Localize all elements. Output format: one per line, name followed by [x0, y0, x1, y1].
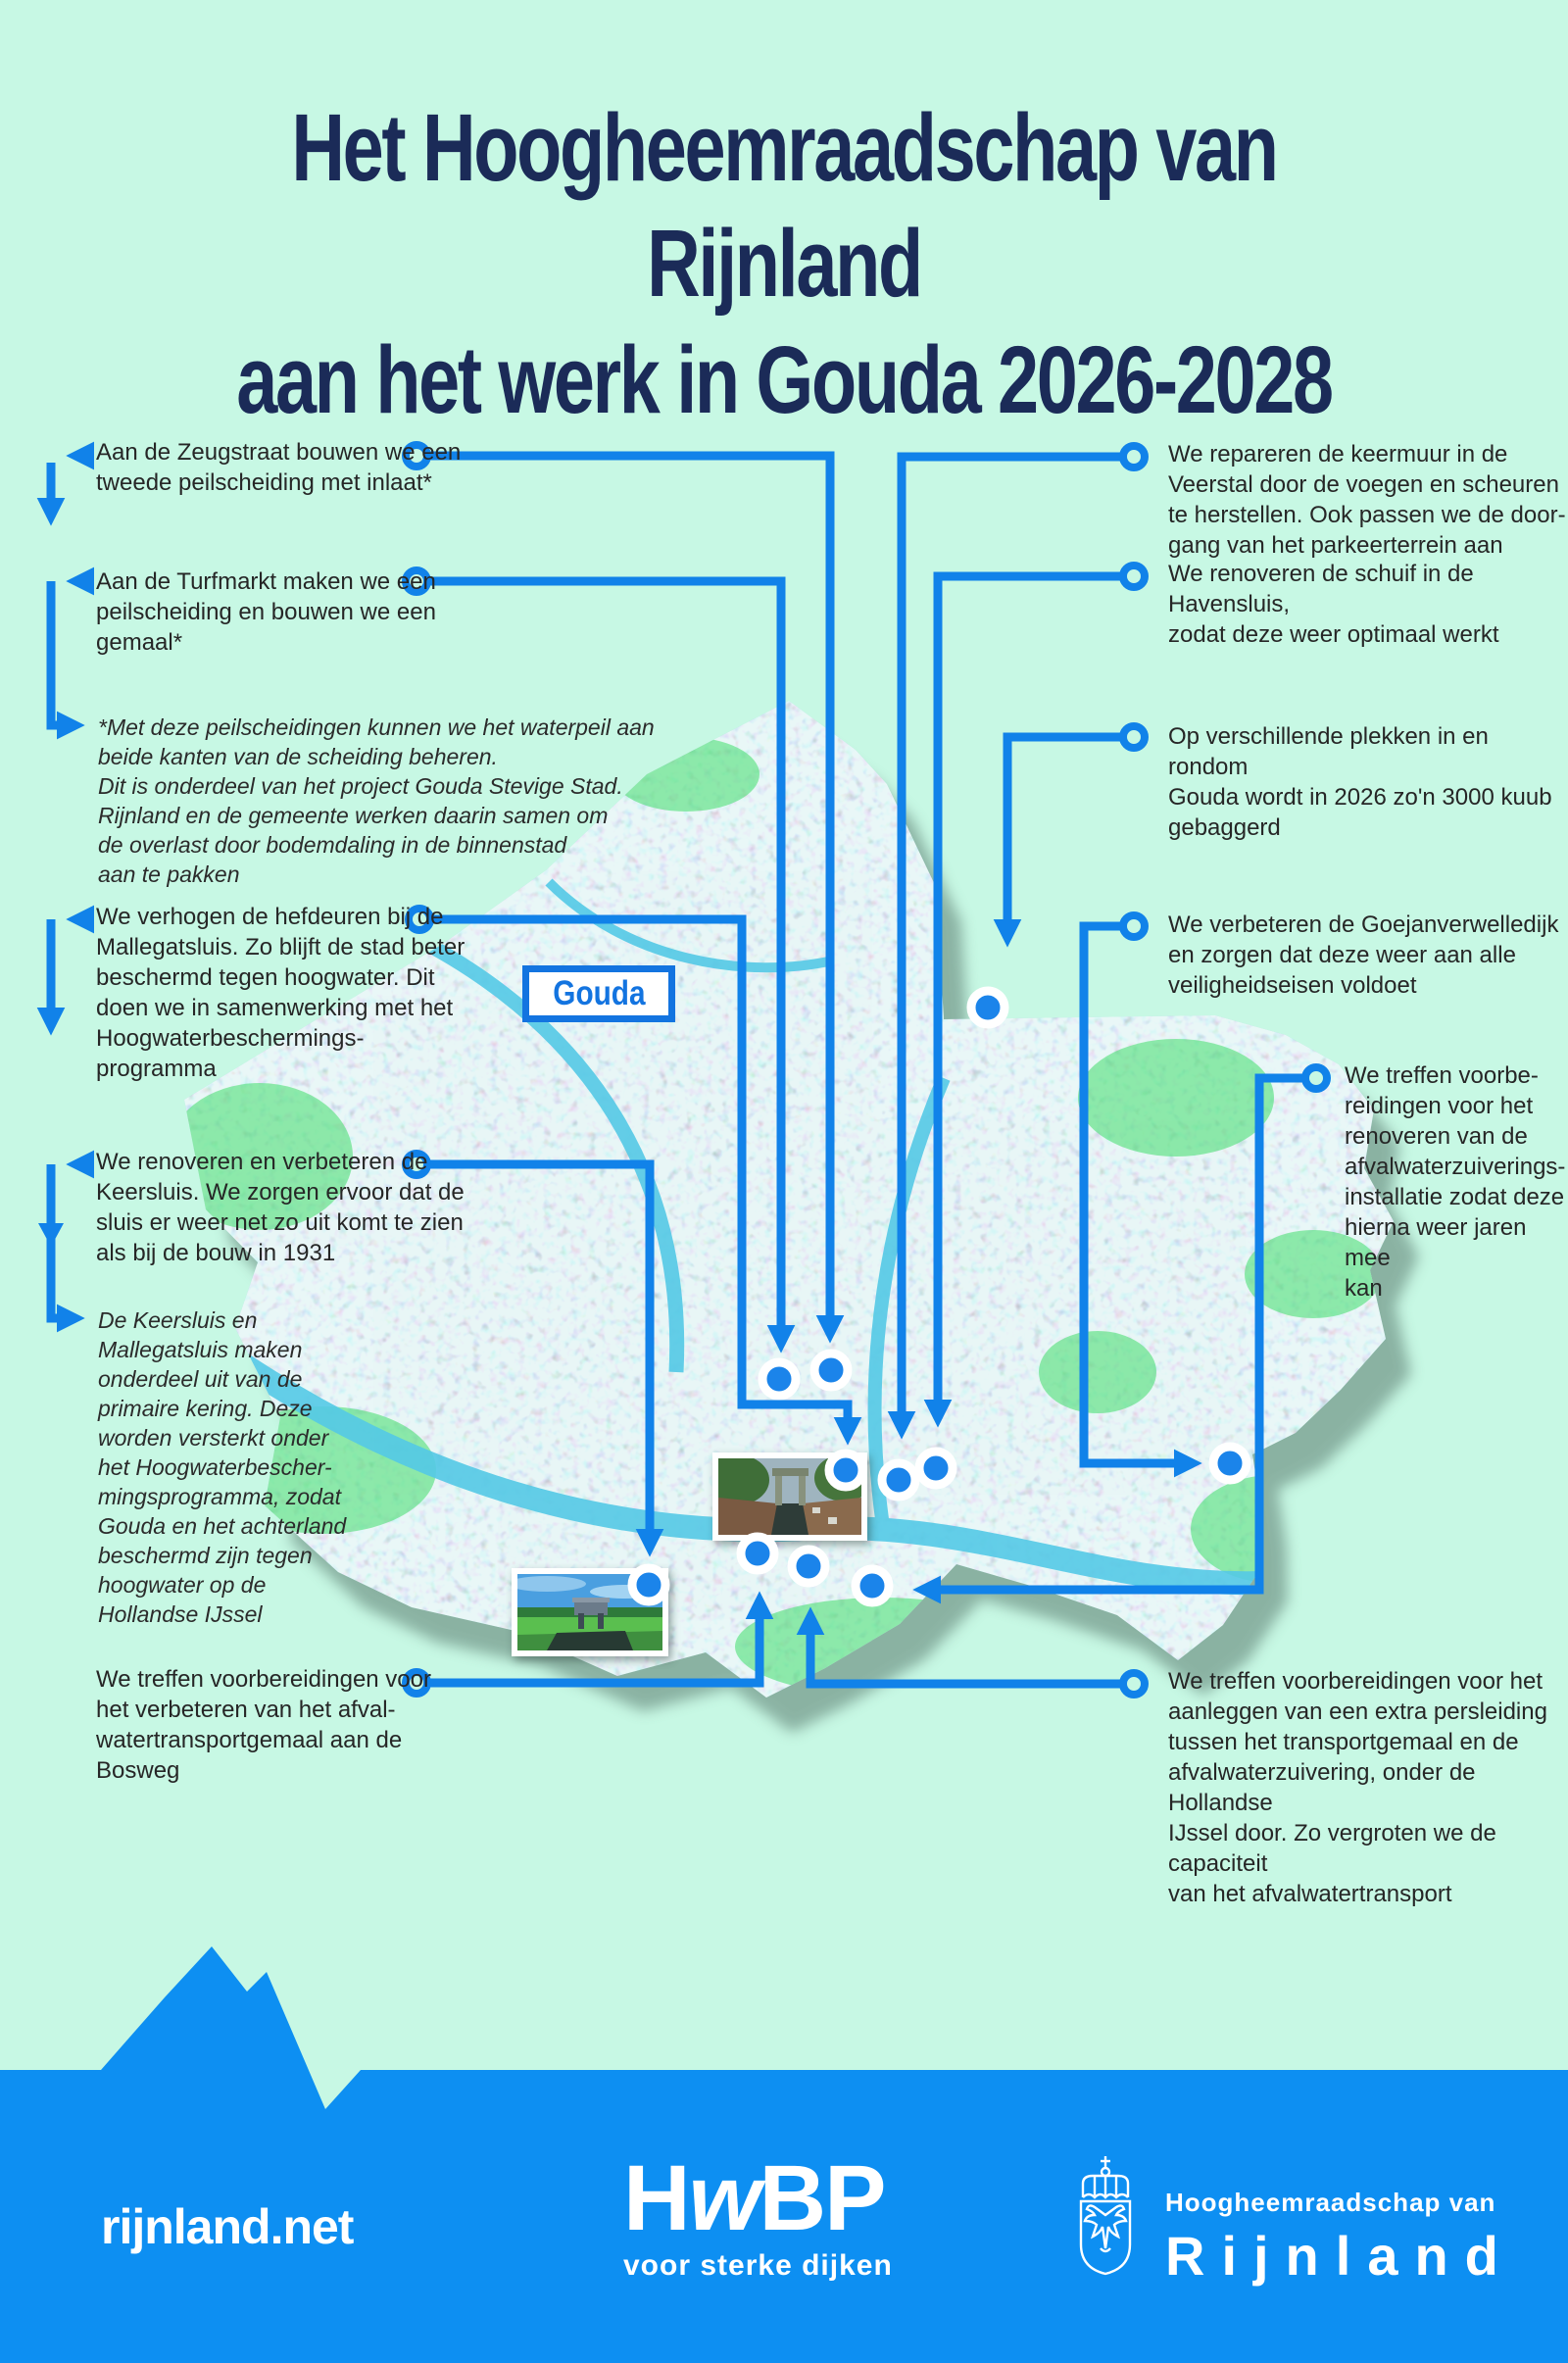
note-goejanverwelledijk: We verbeteren de Goejanverwelledijk en z…	[1168, 911, 1559, 999]
note-footnote-keersluis: De Keersluis en Mallegatsluis maken onde…	[98, 1307, 347, 1627]
callout-rings	[402, 441, 1331, 1698]
rijnland-logo-line1: Hoogheemraadschap van	[1165, 2188, 1496, 2217]
note-turfmarkt: Aan de Turfmarkt maken we een peilscheid…	[96, 568, 436, 656]
ring-keersluis	[402, 1150, 431, 1179]
hwbp-logo: HwBP voor sterke dijken	[623, 2152, 893, 2283]
callout-lines	[36, 441, 1302, 1689]
dot-veerstal	[877, 1458, 920, 1501]
hwbp-w: w	[688, 2146, 761, 2250]
note-footnote-peilscheidingen: *Met deze peilscheidingen kunnen we het …	[98, 714, 655, 887]
note-persleiding: We treffen voorbereidingen voor het aanl…	[1168, 1668, 1547, 1907]
ring-havensluis	[1119, 562, 1149, 591]
gouda-place-sign: Gouda	[522, 965, 675, 1022]
note-zeugstraat: Aan de Zeugstraat bouwen we een tweede p…	[96, 439, 462, 496]
callout-veerstal	[887, 452, 1120, 1440]
rail-turfmarkt-to-footnote	[46, 581, 85, 740]
footer-website-link[interactable]: rijnland.net	[101, 2199, 354, 2254]
dot-baggeren	[966, 986, 1009, 1029]
ring-persleiding	[1119, 1669, 1149, 1698]
callout-afvalwaterzuivering	[912, 1073, 1302, 1604]
dot-persleiding	[787, 1545, 830, 1588]
note-bosweg: We treffen voorbereidingen voor het verb…	[96, 1666, 431, 1784]
rail-keersluis-to-footnote	[46, 1164, 85, 1333]
rijnland-logo-text: Hoogheemraadschap van Rijnland	[1165, 2154, 1515, 2288]
callout-persleiding	[796, 1606, 1120, 1689]
note-baggeren: Op verschillende plekken in en rondom Go…	[1168, 723, 1552, 841]
dot-zeugstraat	[809, 1349, 853, 1392]
note-havensluis: We renoveren de schuif in de Havensluis,…	[1168, 561, 1499, 648]
poster-title: Het Hoogheemraadschap van Rijnland aan h…	[172, 90, 1396, 438]
dot-havensluis	[914, 1447, 957, 1490]
ring-turfmarkt	[402, 566, 431, 596]
ring-veerstal	[1119, 442, 1149, 471]
ring-goejanverwelledijk	[1119, 911, 1149, 941]
hwbp-tagline: voor sterke dijken	[623, 2249, 893, 2282]
dot-keersluis	[627, 1563, 670, 1606]
note-veerstal: We repareren de keermuur in de Veerstal …	[1168, 441, 1566, 559]
hwbp-bp: BP	[759, 2146, 887, 2250]
rijnland-crest-icon	[1079, 2156, 1132, 2276]
dot-mallegatsluis	[824, 1449, 867, 1492]
ring-mallegatsluis	[405, 905, 434, 934]
callout-turfmarkt	[430, 576, 796, 1354]
dot-bosweg	[736, 1532, 779, 1575]
callout-goejanverwelledijk	[1079, 921, 1202, 1478]
photo-keersluis	[512, 1568, 668, 1656]
poster-title-line1: Het Hoogheemraadschap van Rijnland	[291, 94, 1279, 318]
dot-afvalwaterzuivering	[851, 1564, 894, 1607]
rijnland-logo-line2: Rijnland	[1165, 2225, 1515, 2287]
poster-title-line2: aan het werk in Gouda 2026-2028	[236, 325, 1334, 433]
note-keersluis: We renoveren en verbeteren de Keersluis.…	[96, 1149, 465, 1266]
ring-bosweg	[402, 1668, 431, 1698]
rail-mid-arrowhead	[38, 1223, 64, 1247]
callout-mallegatsluis	[433, 914, 862, 1446]
note-afvalwaterzuivering: We treffen voorbe- reidingen voor het re…	[1345, 1062, 1566, 1302]
callout-keersluis	[430, 1159, 664, 1557]
rijnland-logo: Hoogheemraadschap van Rijnland	[1073, 2154, 1515, 2288]
callout-havensluis	[923, 571, 1120, 1428]
note-mallegatsluis: We verhogen de hefdeuren bij de Mallegat…	[96, 904, 466, 1082]
callout-baggeren	[993, 732, 1120, 948]
hwbp-logo-wordmark: HwBP	[623, 2152, 893, 2245]
footer-mountain-icon	[0, 1946, 1568, 2363]
callout-zeugstraat	[430, 451, 845, 1344]
keersluis-photo-art	[517, 1574, 662, 1650]
ring-zeugstraat	[402, 441, 431, 470]
ring-baggeren	[1119, 722, 1149, 752]
map-marker-dots	[627, 986, 1251, 1607]
dot-goejanverwelledijk	[1208, 1442, 1251, 1485]
dot-turfmarkt	[758, 1357, 801, 1401]
callout-bosweg	[430, 1591, 774, 1688]
ring-afvalwaterzuivering	[1301, 1063, 1331, 1093]
hwbp-h: H	[623, 2146, 691, 2250]
gouda-place-sign-label: Gouda	[552, 974, 646, 1012]
